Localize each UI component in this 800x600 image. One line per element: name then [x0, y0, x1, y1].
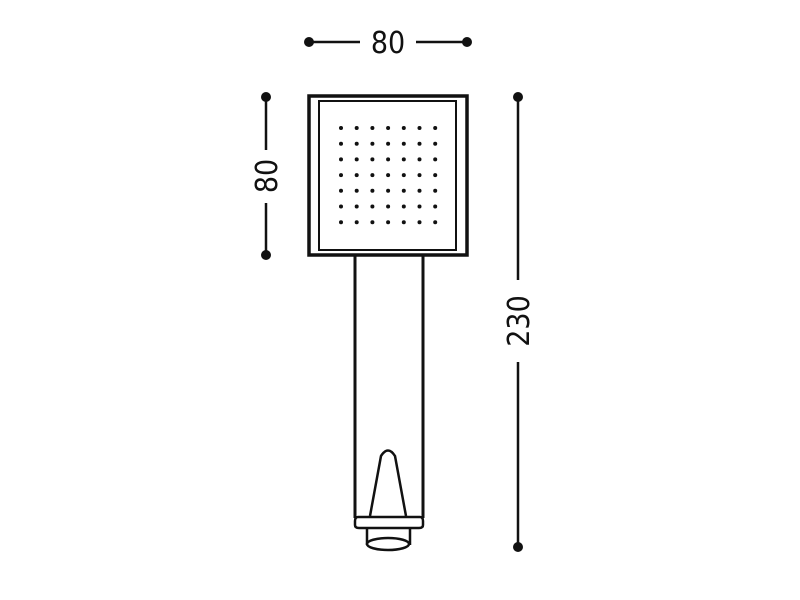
nozzle-dot: [417, 220, 422, 225]
nozzle-dot: [401, 126, 406, 130]
label-head-width: 80: [371, 26, 405, 61]
nozzle-dot: [401, 204, 406, 209]
nozzle-dot: [417, 204, 422, 209]
nozzle-dot: [417, 188, 422, 193]
nozzle-dot: [433, 204, 438, 209]
nozzle-grid: [339, 126, 438, 225]
nozzle-dot: [370, 204, 375, 209]
nozzle-dot: [354, 141, 359, 146]
nozzle-dot: [339, 157, 343, 162]
nozzle-dot: [339, 220, 343, 225]
nozzle-dot: [417, 173, 422, 178]
nozzle-dot: [370, 173, 375, 178]
nozzle-dot: [401, 173, 406, 178]
nozzle-dot: [417, 157, 422, 162]
nozzle-dot: [354, 204, 359, 209]
dimension-total-length: [513, 92, 523, 552]
nozzle-dot: [339, 173, 343, 178]
nozzle-dot: [401, 220, 406, 225]
nozzle-dot: [386, 220, 391, 225]
nozzle-dot: [401, 157, 406, 162]
nozzle-cone: [368, 449, 408, 517]
nozzle-dot: [433, 141, 438, 146]
dimension-head-height: [261, 92, 271, 260]
nozzle-dot: [386, 173, 391, 178]
nozzle-dot: [354, 157, 359, 162]
nozzle-dot: [370, 157, 375, 162]
nozzle-dot: [370, 141, 375, 146]
nozzle-dot: [339, 188, 343, 193]
nozzle-dot: [354, 188, 359, 193]
nozzle-dot: [339, 204, 343, 209]
nozzle-dot: [339, 126, 343, 130]
dimension-head-width: [304, 37, 472, 47]
nozzle-dot: [433, 220, 438, 225]
hose-connector: [365, 528, 412, 545]
nozzle-dot: [354, 126, 359, 130]
nozzle-dot: [339, 141, 343, 146]
handle-collar: [353, 515, 425, 530]
nozzle-dot: [417, 126, 422, 130]
nozzle-dot: [386, 188, 391, 193]
nozzle-dot: [354, 173, 359, 178]
nozzle-dot: [433, 173, 438, 178]
nozzle-dot: [386, 157, 391, 162]
shower-head-outer: [307, 94, 469, 257]
nozzle-dot: [370, 188, 375, 193]
hose-connector-end: [365, 536, 411, 552]
nozzle-dot: [386, 126, 391, 130]
shower-head-inner: [318, 100, 457, 251]
nozzle-dot: [433, 126, 438, 130]
nozzle-dot: [401, 188, 406, 193]
nozzle-dot: [386, 204, 391, 209]
nozzle-dot: [433, 188, 438, 193]
nozzle-dot: [354, 220, 359, 225]
nozzle-dot: [370, 126, 375, 130]
nozzle-dot: [370, 220, 375, 225]
label-head-height: 80: [250, 159, 285, 193]
label-total-length: 230: [502, 295, 537, 347]
nozzle-dot: [417, 141, 422, 146]
handle: [353, 255, 425, 518]
nozzle-dot: [401, 141, 406, 146]
nozzle-dot: [386, 141, 391, 146]
nozzle-dot: [433, 157, 438, 162]
